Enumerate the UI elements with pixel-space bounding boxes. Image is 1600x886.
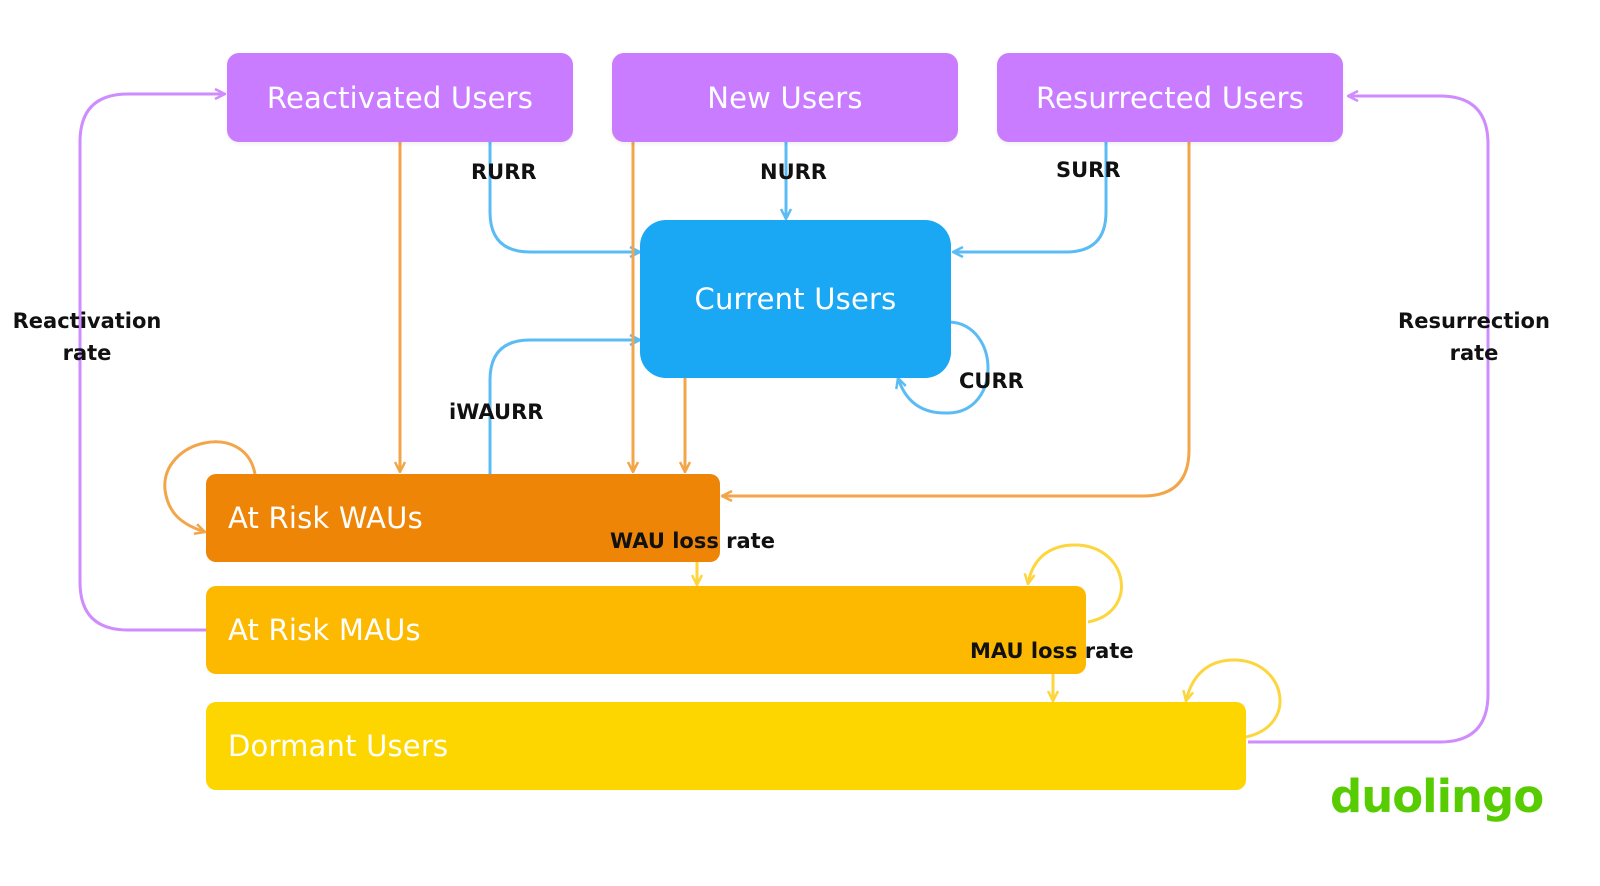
edge-curr-loop [898, 320, 990, 415]
label-rurr: RURR [471, 160, 537, 184]
label-reactivation-rate: Reactivation rate [6, 305, 168, 369]
edge-dormant-loop [1186, 658, 1282, 739]
node-resurrected-users: Resurrected Users [997, 53, 1343, 142]
label-iwaurr: iWAURR [449, 400, 544, 424]
edge-iwaurr [488, 340, 640, 474]
node-reactivated-users: Reactivated Users [227, 53, 573, 142]
edge-rurr [488, 142, 640, 252]
edge-resurrection-rate [1248, 96, 1490, 744]
node-reactivated-users-label: Reactivated Users [266, 80, 534, 115]
node-current-users: Current Users [640, 220, 951, 378]
label-surr: SURR [1056, 158, 1121, 182]
duolingo-logo: duolingo [1330, 770, 1544, 823]
node-resurrected-users-label: Resurrected Users [1035, 80, 1305, 115]
label-nurr: NURR [760, 160, 827, 184]
node-new-users: New Users [612, 53, 958, 142]
edge-surr [953, 142, 1108, 252]
node-dormant-users-label: Dormant Users [228, 729, 449, 763]
node-new-users-label: New Users [707, 80, 863, 115]
label-resurrection-rate-line2: rate [1449, 341, 1499, 365]
node-current-users-label: Current Users [694, 282, 897, 316]
edge-reactivation-rate [78, 94, 225, 632]
node-at-risk-waus: At Risk WAUs [206, 474, 720, 562]
label-mau-loss-rate: MAU loss rate [970, 639, 1134, 663]
node-dormant-users: Dormant Users [206, 702, 1246, 790]
label-resurrection-rate: Resurrection rate [1390, 305, 1558, 369]
edge-at-risk-waus-loop [163, 440, 257, 532]
node-at-risk-maus: At Risk MAUs [206, 586, 1086, 674]
label-reactivation-rate-line2: rate [62, 341, 112, 365]
edge-at-risk-maus-loop [1028, 543, 1123, 624]
label-curr: CURR [959, 369, 1024, 393]
node-at-risk-waus-label: At Risk WAUs [228, 501, 423, 535]
node-at-risk-maus-label: At Risk MAUs [228, 613, 421, 647]
label-reactivation-rate-line1: Reactivation [12, 309, 162, 333]
label-resurrection-rate-line1: Resurrection [1398, 309, 1550, 333]
label-wau-loss-rate: WAU loss rate [610, 529, 775, 553]
edge-resurrected-to-at-risk-waus [722, 142, 1191, 496]
